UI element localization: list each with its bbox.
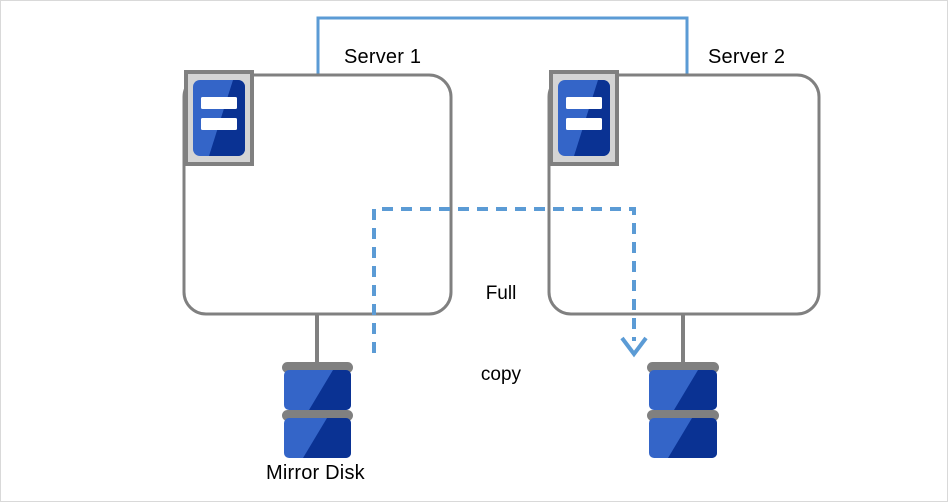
mirror-disk-label: Mirror Disk <box>266 462 365 484</box>
disk-icon <box>647 362 719 458</box>
server-icon <box>184 70 254 166</box>
heartbeat-link <box>316 16 689 75</box>
server1-label: Server 1 <box>344 46 422 68</box>
full-copy-label-line2: copy <box>480 363 522 385</box>
full-copy-label: Full copy <box>456 227 546 443</box>
disk-icon <box>282 362 353 458</box>
full-copy-flow <box>372 207 648 358</box>
server-icon <box>549 70 619 166</box>
server2-label: Server 2 <box>708 46 786 68</box>
full-copy-label-line1: Full <box>485 282 517 304</box>
